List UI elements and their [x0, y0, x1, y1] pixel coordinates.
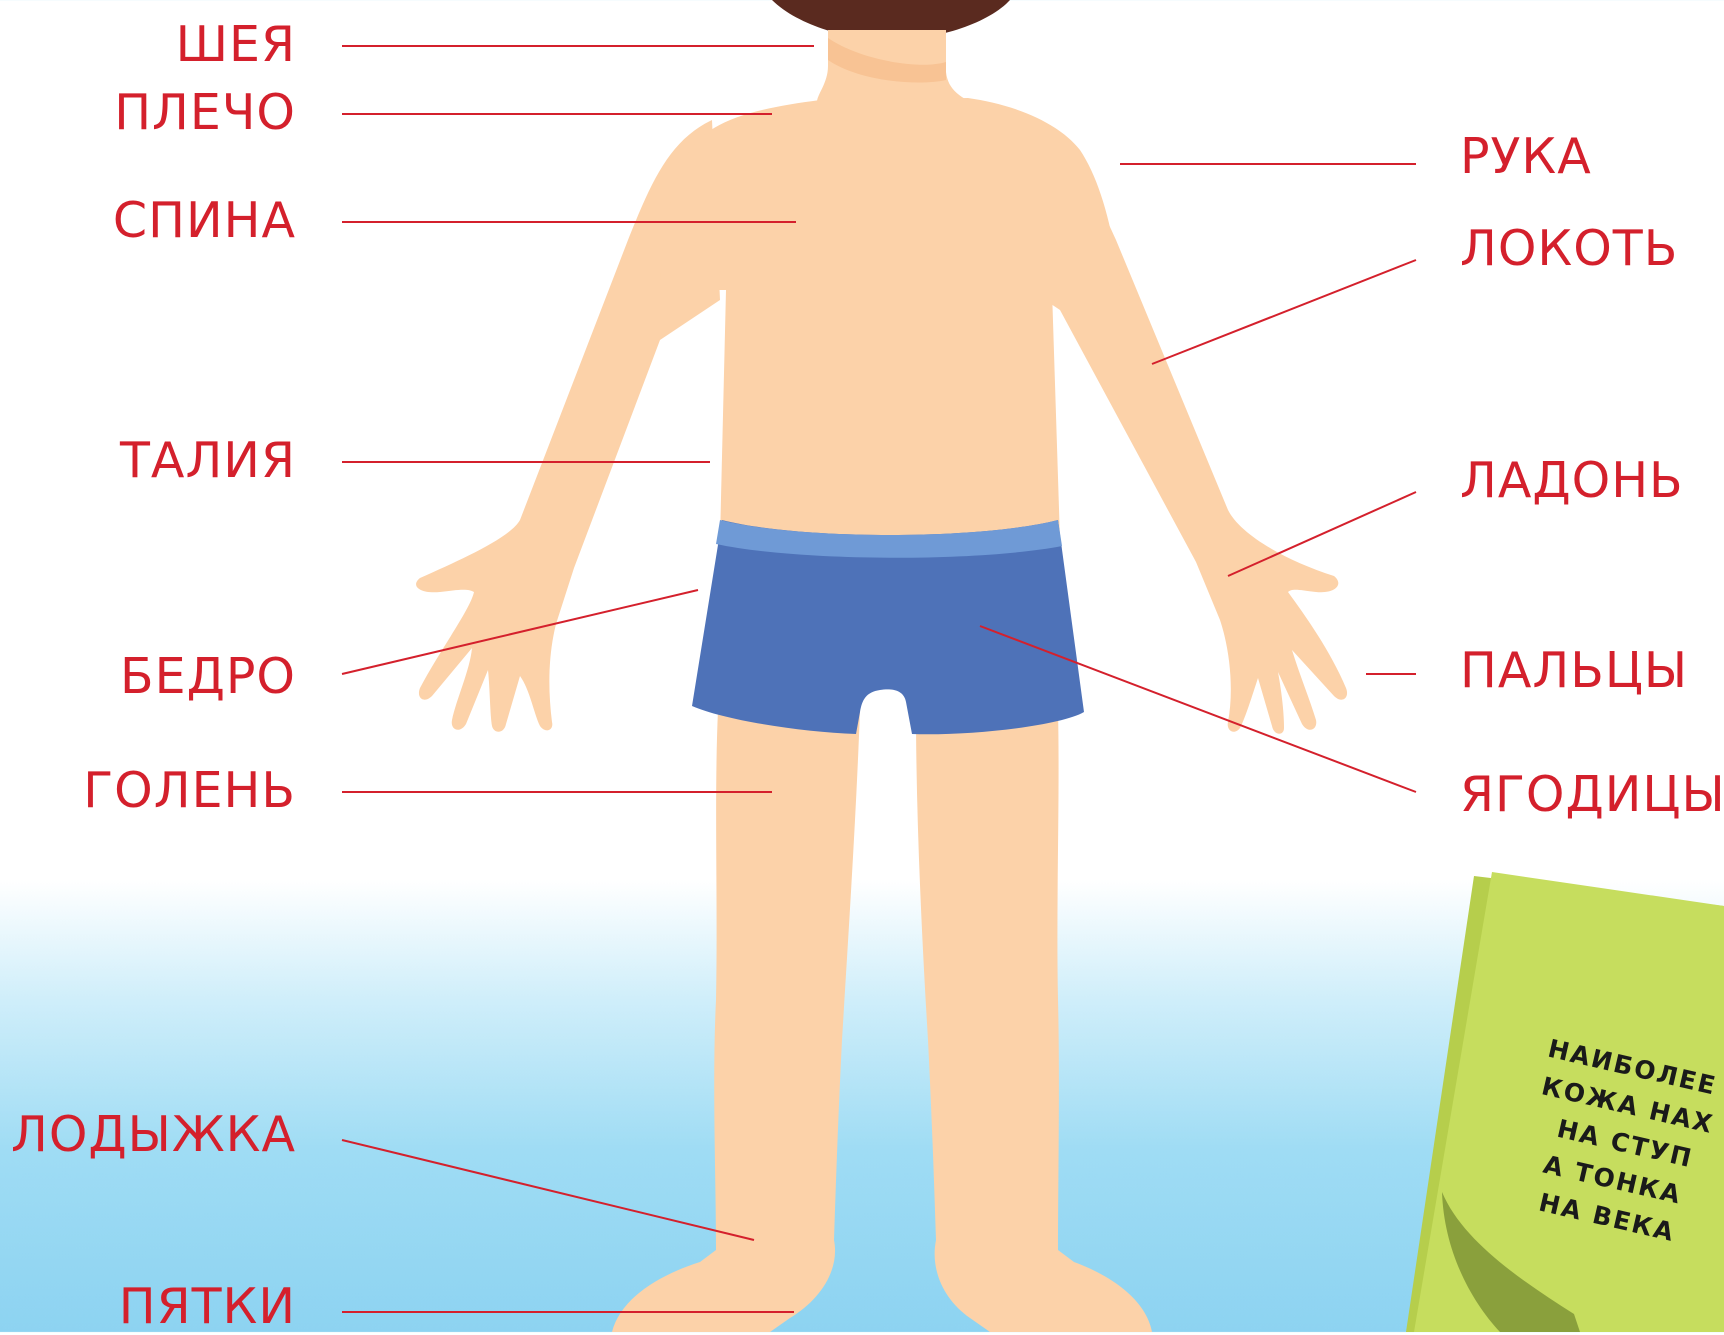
leader-palm: [1228, 492, 1416, 576]
label-ankle: ЛОДЫЖКА: [0, 1110, 296, 1159]
label-buttocks: ЯГОДИЦЫ: [1460, 770, 1724, 819]
leader-elbow: [1152, 260, 1416, 364]
right-leg: [916, 710, 1152, 1332]
label-shin: ГОЛЕНЬ: [0, 766, 296, 815]
leader-ankle: [342, 1140, 754, 1240]
label-neck: ШЕЯ: [0, 20, 296, 69]
label-waist: ТАЛИЯ: [0, 436, 296, 485]
left-leg: [612, 710, 860, 1332]
label-thigh: БЕДРО: [0, 652, 296, 701]
label-fingers: ПАЛЬЦЫ: [1460, 646, 1688, 695]
label-palm: ЛАДОНЬ: [1460, 456, 1684, 505]
label-heels: ПЯТКИ: [0, 1282, 296, 1331]
label-shoulder: ПЛЕЧО: [0, 88, 296, 137]
torso: [660, 98, 1120, 540]
label-back: СПИНА: [0, 196, 296, 245]
label-arm: РУКА: [1460, 132, 1592, 181]
label-elbow: ЛОКОТЬ: [1460, 224, 1678, 273]
